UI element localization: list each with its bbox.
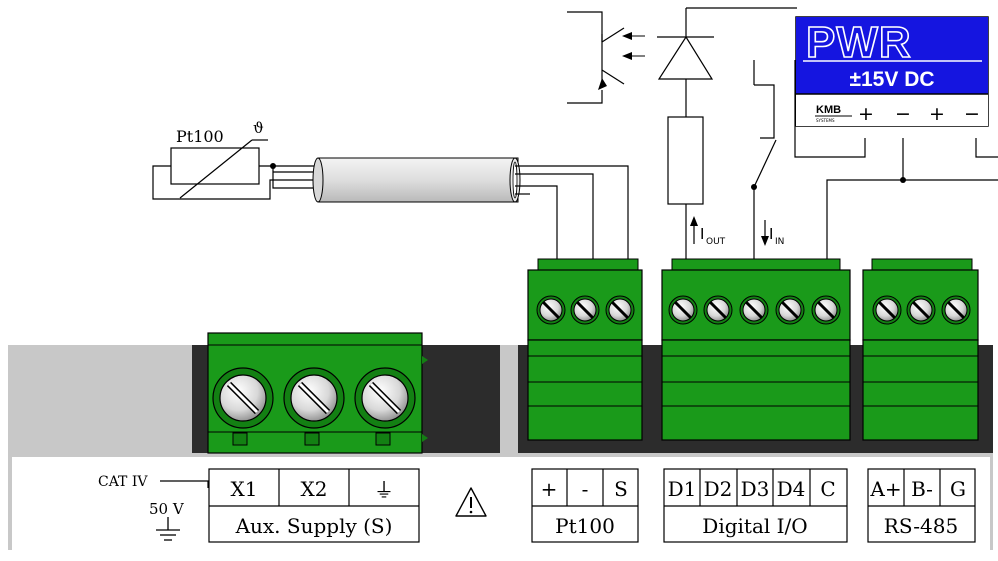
pwr-title: PWR	[806, 18, 912, 67]
pin-label: C	[820, 477, 835, 501]
screw-icon	[941, 295, 971, 325]
screw-icon	[283, 367, 345, 429]
led-diode	[657, 7, 797, 259]
pin-label: G	[950, 477, 966, 501]
optocoupler-output	[567, 11, 645, 104]
screw-icon	[354, 367, 416, 429]
pin-label: S	[614, 477, 628, 501]
pt100-wires	[515, 165, 629, 259]
digital-io-terminal-block	[661, 258, 851, 441]
screw-icon	[775, 295, 805, 325]
pwr-terminal-label: −	[964, 103, 980, 125]
digital-io-label-box	[663, 468, 848, 543]
svg-text:I: I	[769, 225, 773, 243]
screw-icon	[605, 295, 635, 325]
light-arrow-icon	[622, 52, 632, 60]
aux-supply-label-box	[208, 468, 420, 543]
light-arrow-icon	[622, 32, 632, 40]
pin-label: X1	[231, 477, 258, 501]
theta-symbol: ϑ	[253, 119, 264, 137]
current-in-arrow: I IN	[761, 220, 784, 247]
junction-dot	[270, 163, 276, 169]
pin-label: D2	[704, 477, 733, 501]
junction-dot	[751, 184, 757, 190]
ground-icon	[156, 517, 180, 541]
rs485-title: RS-485	[884, 514, 958, 538]
current-out-arrow: I OUT	[690, 216, 726, 247]
pwr-terminal-label: +	[929, 103, 945, 125]
digital-io-title: Digital I/O	[702, 514, 807, 538]
junction-dot	[900, 177, 906, 183]
screw-icon	[739, 295, 769, 325]
screw-icon	[668, 295, 698, 325]
screw-icon	[703, 295, 733, 325]
rs485-label-box	[867, 468, 976, 543]
shielded-cable	[312, 157, 521, 203]
pin-label: D1	[668, 477, 697, 501]
svg-text:IN: IN	[775, 237, 784, 247]
svg-text:I: I	[700, 225, 704, 243]
pin-label: A+	[869, 477, 901, 501]
pt100-title: Pt100	[555, 514, 615, 538]
pt100-terminal-block	[527, 258, 643, 441]
screw-icon	[811, 295, 841, 325]
pin-label: B-	[911, 477, 933, 501]
pwr-module: PWR ±15V DC KMB SYSTEMS + − + −	[795, 16, 989, 127]
screw-icon	[212, 367, 274, 429]
screw-icon	[906, 295, 936, 325]
warning-icon	[455, 487, 487, 517]
pwr-terminal-label: +	[858, 103, 874, 125]
pt100-sensor	[152, 139, 318, 200]
aux-supply-terminal-block	[207, 332, 428, 454]
input-switch	[753, 60, 998, 259]
pin-label: D3	[741, 477, 770, 501]
pt100-sensor-label: Pt100	[176, 127, 224, 146]
rs485-terminal-block	[862, 258, 979, 441]
cat-label: CAT IV	[98, 474, 148, 490]
pwr-terminal-label: −	[895, 103, 911, 125]
voltage-label: 50 V	[149, 500, 185, 518]
kmb-logo: KMB	[816, 104, 841, 116]
aux-supply-title: Aux. Supply (S)	[235, 514, 393, 538]
kmb-logo-sub: SYSTEMS	[816, 118, 835, 123]
screw-icon	[536, 295, 566, 325]
screw-icon	[570, 295, 600, 325]
pin-label: X2	[301, 477, 328, 501]
svg-text:OUT: OUT	[706, 237, 726, 247]
ground-pin-label: ⏚	[374, 478, 394, 502]
pin-label: +	[541, 477, 558, 501]
screw-icon	[872, 295, 902, 325]
pin-label: -	[582, 477, 589, 501]
pin-label: D4	[777, 477, 806, 501]
pwr-voltage: ±15V DC	[849, 68, 934, 91]
pt100-label-box	[531, 468, 639, 543]
